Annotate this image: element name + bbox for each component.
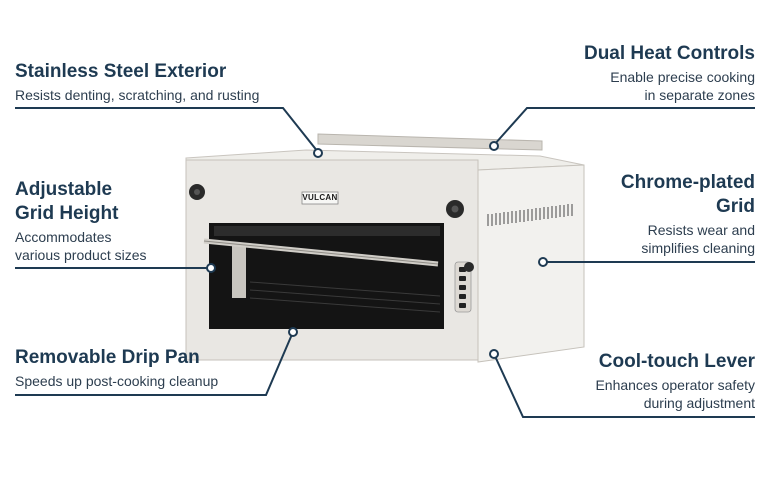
lever-knob xyxy=(464,262,474,272)
broiler-cavity xyxy=(209,223,444,329)
callout-dots xyxy=(206,141,548,359)
rear-flue-shelf xyxy=(317,133,543,151)
callout-description: Speeds up post-cooking cleanup xyxy=(15,373,219,389)
grid-bars xyxy=(249,281,441,313)
callout-title: Stainless Steel Exterior xyxy=(15,61,227,82)
callout-description: Enable precise cooking in separate zones xyxy=(610,69,755,103)
callout-adjustable-grid-height: Adjustable Grid Height Accommodates vari… xyxy=(15,178,147,264)
callout-cool-touch-lever: Cool-touch Lever Enhances operator safet… xyxy=(595,350,755,412)
callout-lines xyxy=(15,107,755,418)
callout-dual-heat-controls: Dual Heat Controls Enable precise cookin… xyxy=(584,42,755,104)
callout-description: Accommodates various product sizes xyxy=(15,229,147,263)
brand-plate xyxy=(301,191,339,205)
side-vents xyxy=(487,204,573,226)
side-panel xyxy=(477,164,585,363)
callout-title: Removable Drip Pan xyxy=(15,347,200,368)
callout-description: Enhances operator safety during adjustme… xyxy=(595,377,755,411)
callout-stainless-steel-exterior: Stainless Steel Exterior Resists denting… xyxy=(15,60,259,104)
callout-description: Resists wear and simplifies cleaning xyxy=(641,222,755,256)
callout-title: Cool-touch Lever xyxy=(598,351,755,372)
callout-title: Dual Heat Controls xyxy=(583,43,755,64)
callout-removable-drip-pan: Removable Drip Pan Speeds up post-cookin… xyxy=(15,346,218,390)
lever-slots xyxy=(459,267,466,308)
callout-description: Resists denting, scratching, and rusting xyxy=(15,87,260,103)
brand-logo-text: VULCAN xyxy=(302,193,338,202)
callout-title: Adjustable Grid Height xyxy=(15,179,119,224)
inner-bracket xyxy=(232,246,246,298)
callout-chrome-plated-grid: Chrome-plated Grid Resists wear and simp… xyxy=(621,171,755,257)
callout-title: Chrome-plated Grid xyxy=(620,172,755,217)
